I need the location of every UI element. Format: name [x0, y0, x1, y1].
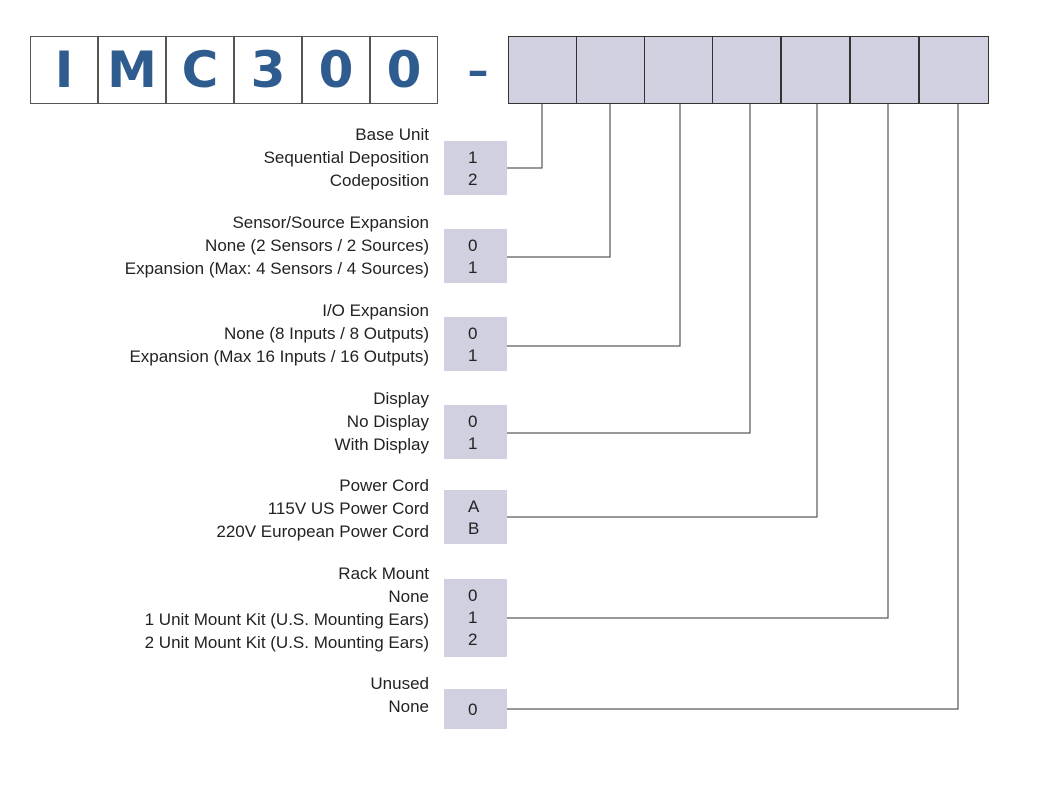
code-box-unused: 0: [444, 689, 507, 729]
group-title: Power Cord: [339, 476, 429, 495]
group-title: Display: [373, 389, 429, 408]
connector-line-power-cord: [507, 104, 818, 518]
option-slot-base-unit: [508, 36, 577, 104]
option-label: Expansion (Max: 4 Sensors / 4 Sources): [124, 259, 429, 278]
connector-line-io-expansion: [507, 104, 681, 347]
option-code: 2: [468, 170, 478, 189]
option-label: None (8 Inputs / 8 Outputs): [223, 324, 429, 343]
model-prefix-char: M: [98, 36, 166, 104]
model-prefix-char: 0: [370, 36, 438, 104]
option-group-power-cord: Power Cord 115V US Power Cord 220V Europ…: [216, 474, 429, 543]
option-label: No Display: [346, 412, 429, 431]
group-title: Sensor/Source Expansion: [232, 213, 429, 232]
option-code: 0: [468, 586, 478, 605]
connector-line-base-unit: [507, 104, 543, 169]
group-title: Rack Mount: [338, 564, 429, 583]
model-separator: –: [467, 45, 489, 95]
option-slot-unused: [919, 36, 989, 104]
option-slot-rack-mount: [850, 36, 919, 104]
option-group-base-unit: Base Unit Sequential Deposition Codeposi…: [264, 123, 429, 192]
option-group-sensor-expansion: Sensor/Source Expansion None (2 Sensors …: [125, 211, 429, 280]
connector-line-display: [507, 104, 751, 434]
option-code: 0: [468, 700, 478, 719]
connector-line-unused: [507, 104, 959, 710]
code-box-rack-mount: 0 1 2: [444, 579, 507, 657]
option-code: 1: [468, 608, 478, 627]
option-code: B: [468, 519, 480, 538]
option-group-unused: Unused None: [370, 672, 429, 718]
option-label: Codeposition: [329, 171, 429, 190]
code-box-io-expansion: 0 1: [444, 317, 507, 371]
option-code: A: [468, 497, 480, 516]
option-label: None: [388, 697, 429, 716]
option-code: 1: [468, 258, 478, 277]
option-label: None (2 Sensors / 2 Sources): [205, 236, 429, 255]
connector-line-rack-mount: [507, 104, 889, 619]
option-group-io-expansion: I/O Expansion None (8 Inputs / 8 Outputs…: [129, 299, 429, 368]
option-code: 0: [468, 412, 478, 431]
option-group-display: Display No Display With Display: [335, 387, 429, 456]
option-label: Expansion (Max 16 Inputs / 16 Outputs): [129, 347, 429, 366]
code-box-display: 0 1: [444, 405, 507, 459]
group-title: I/O Expansion: [322, 301, 429, 320]
model-prefix-char: I: [30, 36, 98, 104]
code-box-power-cord: A B: [444, 490, 507, 544]
option-code: 1: [468, 346, 478, 365]
group-title: Unused: [370, 674, 429, 693]
option-code: 1: [468, 148, 478, 167]
group-title: Base Unit: [355, 125, 429, 144]
option-label: 1 Unit Mount Kit (U.S. Mounting Ears): [144, 610, 429, 629]
option-label: With Display: [334, 435, 429, 454]
option-label: None: [388, 587, 429, 606]
option-slot-display: [712, 36, 781, 104]
option-code: 0: [468, 324, 478, 343]
model-prefix-char: 0: [302, 36, 370, 104]
option-label: Sequential Deposition: [263, 148, 429, 167]
option-code: 1: [468, 434, 478, 453]
model-prefix-char: 3: [234, 36, 302, 104]
option-group-rack-mount: Rack Mount None 1 Unit Mount Kit (U.S. M…: [145, 562, 429, 654]
option-code: 0: [468, 236, 478, 255]
option-slot-io-expansion: [644, 36, 713, 104]
option-label: 115V US Power Cord: [267, 499, 429, 518]
option-label: 220V European Power Cord: [216, 522, 429, 541]
option-label: 2 Unit Mount Kit (U.S. Mounting Ears): [144, 633, 429, 652]
model-prefix-char: C: [166, 36, 234, 104]
connector-line-sensor-expansion: [507, 104, 611, 258]
option-slot-power-cord: [781, 36, 850, 104]
code-box-sensor-expansion: 0 1: [444, 229, 507, 283]
option-code: 2: [468, 630, 478, 649]
code-box-base-unit: 1 2: [444, 141, 507, 195]
